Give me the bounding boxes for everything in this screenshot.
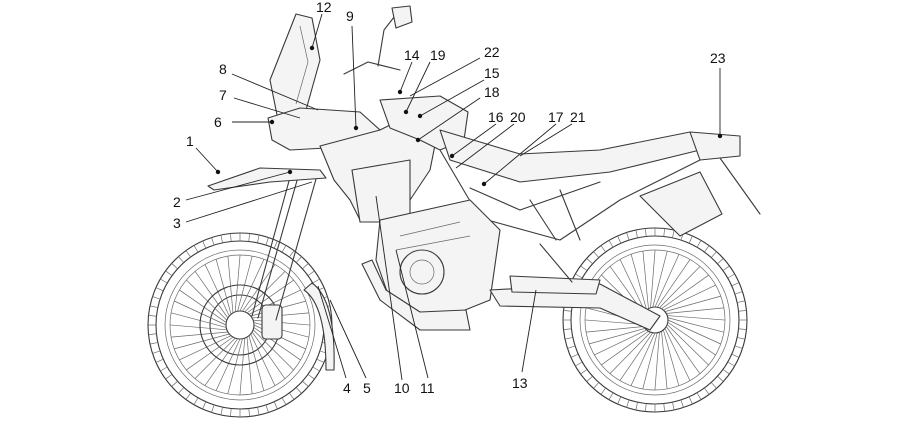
side-cover: [351, 159, 411, 223]
skid-plate: [361, 259, 471, 331]
callout-3: 3: [173, 215, 181, 231]
brake-caliper: [261, 304, 283, 340]
callout-6: 6: [214, 114, 222, 130]
callout-12: 12: [316, 0, 332, 15]
callout-4: 4: [343, 380, 351, 396]
callout-11: 11: [420, 380, 435, 396]
front-wheel: [147, 232, 333, 418]
mirror-stem: [377, 11, 399, 67]
callout-13: 13: [512, 375, 528, 391]
callout-16: 16: [488, 109, 504, 125]
callout-20: 20: [510, 109, 526, 125]
front-fork: [251, 169, 319, 321]
chain-guard: [509, 275, 601, 295]
callout-19: 19: [430, 47, 446, 63]
callout-17: 17: [548, 109, 564, 125]
tail-rack: [689, 131, 741, 161]
callout-8: 8: [219, 61, 227, 77]
front-fender: [207, 167, 327, 191]
callout-15: 15: [484, 65, 500, 81]
front-fender-rear: [303, 282, 335, 371]
callout-10: 10: [394, 380, 410, 396]
rear-shock: [539, 243, 573, 283]
callout-9: 9: [346, 8, 354, 24]
callout-22: 22: [484, 44, 500, 60]
motorcycle-drawing: [147, 5, 761, 418]
leader-lines: [185, 13, 723, 381]
windscreen: [269, 13, 321, 121]
callout-14: 14: [404, 47, 420, 63]
exhaust-muffler: [639, 171, 723, 237]
callout-1: 1: [186, 133, 194, 149]
handlebar: [343, 61, 401, 75]
callout-21: 21: [570, 109, 586, 125]
mirror: [391, 5, 413, 29]
licence-plate-bracket: [719, 157, 761, 215]
callout-23: 23: [710, 50, 726, 66]
callout-18: 18: [484, 84, 500, 100]
swingarm: [489, 283, 661, 331]
callout-7: 7: [219, 87, 227, 103]
callout-2: 2: [173, 194, 181, 210]
callout-labels: 1 2 3 4 5 6 7 8 9 10 11 12 13 14 15 16 1…: [173, 0, 726, 396]
seat: [439, 129, 701, 183]
callout-5: 5: [363, 380, 371, 396]
